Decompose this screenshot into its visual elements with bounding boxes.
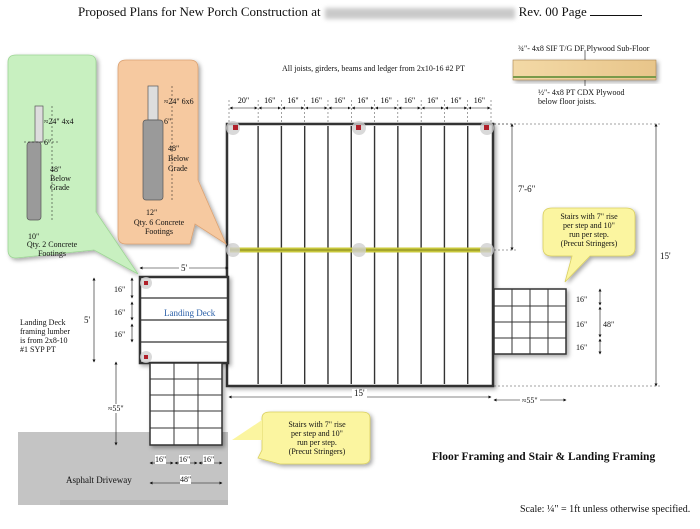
callout-right-line-2: per step and 10" [563, 221, 615, 230]
header-rev: Rev. 00 Page [518, 4, 587, 19]
subfloor-note: ¾"- 4x8 SIF T/G DF Plywood Sub-Floor [518, 44, 650, 53]
driveway-edge [60, 500, 228, 505]
landing-note-2: framing lumber [20, 327, 70, 336]
floor-joists [257, 126, 469, 384]
dim-deck-width-label: 15' [352, 388, 367, 398]
callout-bottom-line-2: per step and 10" [291, 429, 343, 438]
footing-large-qty: Qty. 6 Concrete [133, 218, 185, 227]
dim-landing-joist: 16" [114, 285, 126, 294]
footing-small-below: Below [50, 174, 71, 183]
dim-landing-width-label: 5' [179, 263, 190, 273]
joist-spacing-label: 16" [357, 96, 368, 105]
post-6x6 [147, 85, 159, 121]
post-4x4 [34, 105, 44, 143]
callout-bottom-tail [232, 420, 262, 440]
dim-full-depth-label: 15' [660, 251, 671, 261]
joist-spacing-label: 16" [264, 96, 275, 105]
joist-spacing-label: 16" [474, 96, 485, 105]
joist-spacing-label: 16" [450, 96, 461, 105]
joist-spacing-label: 16" [427, 96, 438, 105]
post-marker [144, 281, 148, 285]
dim-right-stair-run-label: ≈55" [520, 396, 540, 405]
footing-concrete-small [26, 141, 42, 221]
dim-bottom-step: 16" [155, 455, 167, 464]
footing-small-grade: Grade [50, 183, 70, 192]
cdx-note-2: below floor joists. [538, 97, 596, 106]
joists-note: All joists, girders, beams and ledger fr… [282, 64, 465, 73]
dim-half-depth-label: 7'-6" [518, 184, 536, 194]
joist-spacing-label: 20" [238, 96, 249, 105]
post-marker [484, 125, 489, 130]
callout-right-line-1: Stairs with 7" rise [560, 212, 618, 221]
dim-bottom-step: 16" [203, 455, 215, 464]
scale-note: Scale: ¼" = 1ft unless otherwise specifi… [520, 504, 691, 515]
footing-small-48: 48" [50, 165, 62, 174]
joist-spacing-label: 16" [381, 96, 392, 105]
dim-bottom-stair-width-label: 48" [180, 475, 192, 484]
dim-bottom-step: 16" [179, 455, 191, 464]
callout-right-stairs [542, 207, 636, 283]
callout-bottom-line-3: run per step. [297, 438, 337, 447]
post-marker [233, 125, 238, 130]
subfloor-sample [512, 59, 657, 81]
redacted-address [324, 7, 515, 19]
main-deck [225, 121, 495, 388]
footing-circle [480, 243, 494, 257]
page-number-blank [590, 4, 643, 16]
dim-right-stair-width-label: 48" [603, 320, 615, 329]
footing-small-qty: Qty. 2 Concrete [26, 240, 78, 249]
joist-spacing-dims: 20" 16" 16" 16" 16" 16" 16" 16" 16" 16" 16" [228, 96, 492, 122]
callout-bottom-line-1: Stairs with 7" rise [288, 420, 346, 429]
joist-spacing-label: 16" [287, 96, 298, 105]
callout-bottom-stairs [257, 411, 371, 465]
landing-note-3: is from 2x8-10 [20, 336, 68, 345]
callout-right-line-4: (Precut Stringers) [560, 239, 618, 248]
dim-landing-joist: 16" [114, 330, 126, 339]
post-marker [356, 125, 361, 130]
cdx-note-1: ½"- 4x8 PT CDX Plywood [538, 88, 625, 97]
dim-landing-depth-label: 5' [84, 315, 91, 325]
footing-large-below: Below [168, 154, 189, 163]
footing-small-diameter: 10" [28, 232, 40, 241]
joist-spacing-label: 16" [404, 96, 415, 105]
footing-concrete-large [142, 119, 164, 201]
footing-small-qty-2: Footings [37, 249, 66, 258]
footing-large-48: 48" [168, 144, 180, 153]
sheet-header: Proposed Plans for New Porch Constructio… [78, 4, 643, 20]
footing-small-post-label: ≈24" 4x4 [44, 117, 74, 126]
landing-deck-label: Landing Deck [164, 308, 216, 318]
joist-spacing-label: 16" [311, 96, 322, 105]
landing-note-4: #1 SYP PT [20, 345, 56, 354]
footing-large-bubble [117, 59, 227, 246]
dim-right-step: 16" [576, 295, 588, 304]
footing-large-diameter: 12" [146, 208, 158, 217]
landing-note-1: Landing Deck [20, 318, 66, 327]
footing-large-grade: Grade [168, 164, 188, 173]
footing-circle [226, 243, 240, 257]
joist-spacing-label: 16" [334, 96, 345, 105]
callout-bottom-line-4: (Precut Stringers) [288, 447, 346, 456]
driveway [18, 432, 228, 505]
bottom-stairs [149, 362, 223, 446]
callout-right-line-3: run per step. [569, 230, 609, 239]
dim-landing-joist: 16" [114, 308, 126, 317]
footing-large-post-label: ≈24" 6x6 [164, 97, 194, 106]
landing-deck [138, 275, 230, 365]
header-title: Proposed Plans for New Porch Constructio… [78, 4, 321, 19]
footing-small-6in: 6" [44, 138, 52, 147]
right-stairs [493, 288, 567, 355]
footing-large-qty-2: Footings [144, 227, 173, 236]
footing-large-6in: 6" [164, 117, 172, 126]
footing-small-bubble [7, 54, 139, 275]
footing-circle [352, 243, 366, 257]
dim-bottom-stair-run-label: ≈55" [108, 404, 124, 413]
dim-right-step: 16" [576, 343, 588, 352]
post-marker [144, 355, 148, 359]
dim-right-step: 16" [576, 320, 588, 329]
drawing-title: Floor Framing and Stair & Landing Framin… [432, 451, 656, 463]
driveway-label: Asphalt Driveway [66, 475, 132, 485]
